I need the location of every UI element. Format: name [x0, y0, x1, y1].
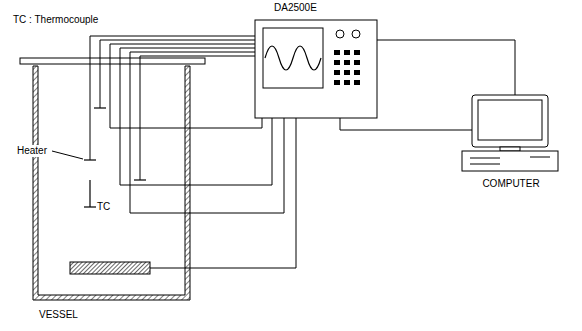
signal-wire [120, 48, 272, 185]
signal-wire [140, 56, 141, 180]
keypad [354, 50, 360, 55]
signal-wire [90, 36, 255, 37]
computer: COMPUTER [452, 95, 570, 193]
vessel-lid [20, 58, 205, 64]
signal-wire [130, 52, 255, 53]
keypad [344, 50, 350, 55]
signal-wire [140, 56, 255, 57]
keypad [354, 70, 360, 75]
recorder-box [255, 20, 377, 118]
signal-wire [110, 44, 195, 128]
node-label: VESSEL [38, 309, 79, 321]
recorder-box [263, 28, 323, 88]
thermocouple-symbol [84, 159, 96, 160]
keypad [334, 70, 340, 75]
heater-bar [70, 262, 150, 274]
computer-monitor [472, 95, 548, 147]
keypad [334, 80, 340, 85]
keypad [344, 60, 350, 65]
signal-cable [377, 40, 515, 95]
waveform [265, 46, 321, 70]
waveform [265, 46, 321, 70]
signal-wire [110, 44, 255, 45]
signal-wire [90, 36, 91, 160]
signal-wire [100, 40, 255, 41]
vessel-wall [33, 66, 190, 300]
keypad [334, 50, 360, 85]
part-label: TC [96, 201, 111, 213]
signal-wire [340, 118, 472, 130]
keypad [354, 60, 360, 65]
computer-monitor [472, 95, 548, 151]
leader-line [52, 151, 83, 159]
node-label: DA2500E [273, 2, 318, 14]
computer-base [462, 151, 558, 171]
computer-monitor [478, 100, 542, 140]
signal-wire [120, 48, 255, 49]
keypad [334, 50, 340, 55]
recorder-unit: DA2500E [255, 2, 377, 118]
computer-base [462, 151, 558, 171]
signal-cable [195, 118, 262, 128]
keypad [344, 80, 350, 85]
recorder-knobs [336, 30, 360, 38]
thermocouple-symbol [89, 180, 90, 207]
heater-bar [70, 262, 150, 274]
thermocouple-symbol [84, 108, 146, 207]
thermocouple-symbol [94, 107, 106, 108]
vessel-lid [20, 58, 205, 64]
signal-wire [100, 40, 101, 108]
thermocouple-symbol [84, 206, 96, 207]
computer-base [470, 157, 550, 164]
signal-wire [150, 118, 296, 268]
computer-monitor [500, 147, 520, 151]
leader-line [52, 151, 83, 159]
part-label: Heater [16, 145, 48, 157]
recorder-box [255, 20, 377, 118]
vessel-wall [33, 66, 190, 300]
keypad [334, 60, 340, 65]
legend-note: TC : Thermocouple [12, 14, 99, 26]
thermocouple-symbol [134, 179, 146, 180]
keypad [344, 70, 350, 75]
recorder-knobs [352, 30, 360, 38]
node-label: COMPUTER [481, 178, 540, 190]
keypad [354, 80, 360, 85]
vessel: VESSEL [30, 56, 195, 324]
recorder-knobs [336, 30, 344, 38]
